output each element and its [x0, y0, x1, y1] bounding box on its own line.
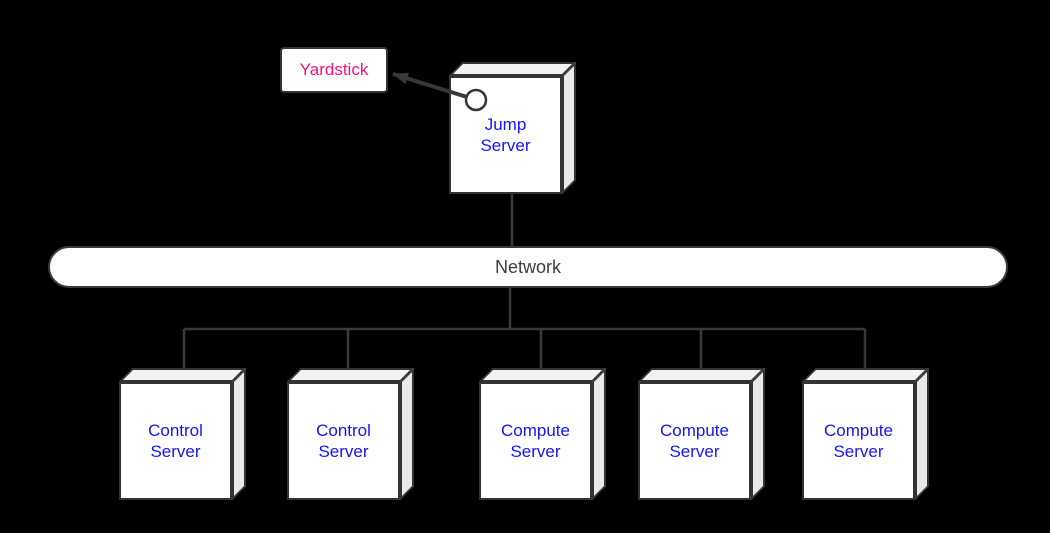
jump-server-label: Jump Server	[480, 115, 531, 155]
node-control-server-1: Control Server	[119, 368, 246, 500]
server-front-face: Compute Server	[479, 382, 592, 500]
node-network: Network	[48, 246, 1008, 288]
node-control-server-2: Control Server	[287, 368, 414, 500]
compute-server-3-label: Compute Server	[824, 421, 893, 461]
port-circle-icon	[464, 88, 488, 112]
control-server-1-label: Control Server	[148, 421, 203, 461]
server-front-face: Compute Server	[802, 382, 915, 500]
yardstick-arrow	[392, 72, 468, 99]
server-front-face: Compute Server	[638, 382, 751, 500]
node-yardstick: Yardstick	[280, 47, 388, 93]
yardstick-label: Yardstick	[299, 60, 369, 79]
node-jump-server: Jump Server	[449, 62, 576, 194]
control-server-2-label: Control Server	[316, 421, 371, 461]
jump-server-front-face: Jump Server	[449, 76, 562, 194]
compute-server-2-label: Compute Server	[660, 421, 729, 461]
compute-server-1-label: Compute Server	[501, 421, 570, 461]
node-compute-server-1: Compute Server	[479, 368, 606, 500]
server-front-face: Control Server	[287, 382, 400, 500]
node-compute-server-3: Compute Server	[802, 368, 929, 500]
network-label: Network	[494, 256, 561, 277]
server-front-face: Control Server	[119, 382, 232, 500]
node-compute-server-2: Compute Server	[638, 368, 765, 500]
